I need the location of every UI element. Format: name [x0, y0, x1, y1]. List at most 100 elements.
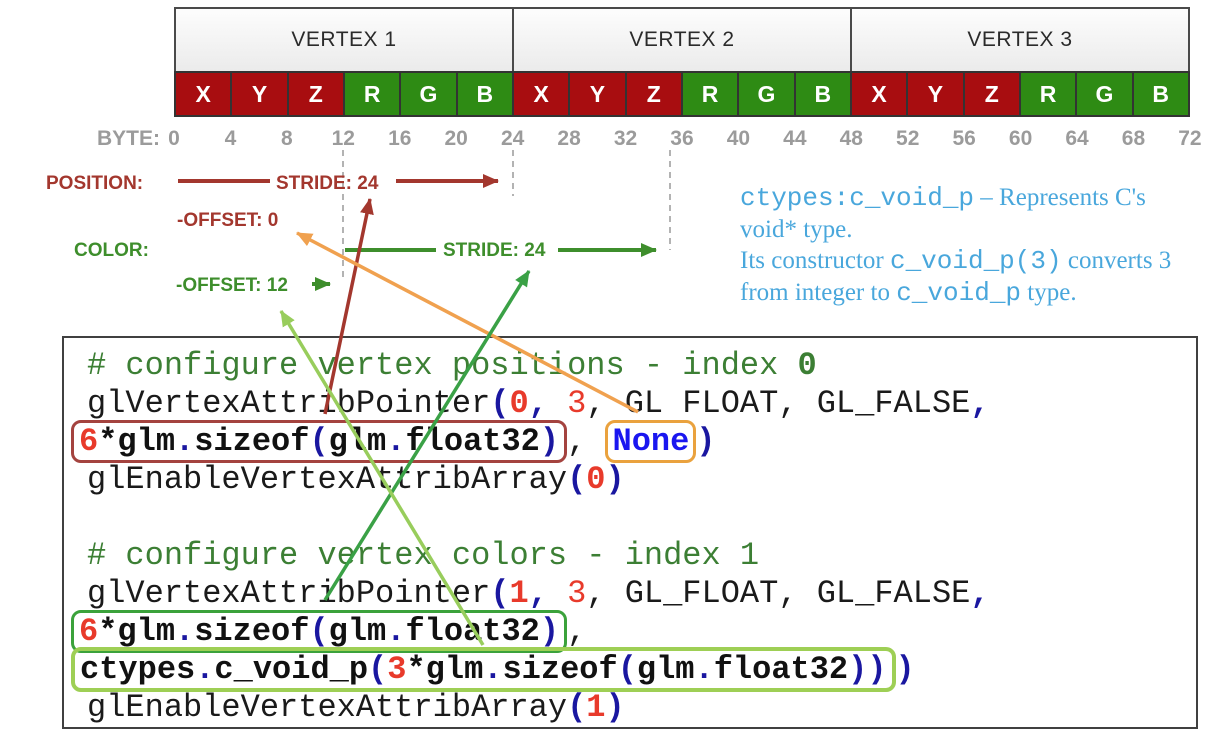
code-token: . — [175, 423, 195, 460]
component-cell-x: X — [174, 71, 233, 117]
byte-tick: 24 — [500, 127, 525, 150]
code-token: ( — [490, 385, 510, 422]
code-token: . — [386, 613, 406, 650]
code-token: . — [195, 651, 215, 688]
color-offset-label: -OFFSET: 12 — [176, 275, 288, 296]
code-token — [548, 575, 567, 612]
code-token: 3 — [567, 385, 587, 422]
position-label: POSITION: — [46, 173, 144, 194]
byte-tick: 68 — [1121, 127, 1146, 150]
note-text: – Represents C's — [974, 184, 1146, 211]
code-token: . — [483, 651, 503, 688]
note-text: converts 3 — [1061, 247, 1172, 274]
code-line: glVertexAttribPointer(0, 3, GL FLOAT, GL… — [87, 385, 1196, 423]
byte-tick: 28 — [557, 127, 581, 150]
code-token: glm — [328, 423, 387, 460]
code-token: . — [175, 613, 195, 650]
component-cell-z: Z — [624, 71, 683, 117]
code-token: float32 — [405, 423, 540, 460]
byte-tick: 72 — [1178, 127, 1202, 150]
code-token: )) — [848, 651, 887, 688]
byte-tick: 40 — [726, 127, 751, 150]
component-cell-y: Y — [906, 71, 965, 117]
code-token: 1 — [586, 689, 606, 726]
code-token: ) — [539, 423, 560, 460]
code-token: # configure vertex positions - index — [87, 347, 798, 384]
component-cell-b: B — [455, 71, 514, 117]
note-text: type. — [1021, 279, 1077, 306]
component-cell-r: R — [1018, 71, 1078, 117]
component-cell-r: R — [342, 71, 402, 117]
code-line: 6*glm.sizeof(glm.float32), — [71, 610, 1196, 653]
code-token: ) — [605, 461, 625, 498]
code-line: # configure vertex positions - index 0 — [87, 347, 1196, 385]
component-cell-y: Y — [230, 71, 289, 117]
code-token: ( — [567, 689, 587, 726]
note-line: Its constructor c_void_p(3) converts 3 — [740, 245, 1228, 277]
byte-tick: 36 — [670, 127, 694, 150]
code-token: , — [970, 575, 990, 612]
code-token: sizeof — [194, 423, 310, 460]
byte-tick: 20 — [444, 127, 468, 150]
byte-axis-label: BYTE: — [97, 127, 160, 150]
component-cell-b: B — [793, 71, 852, 117]
code-token: None — [612, 423, 690, 460]
code-token: 0 — [797, 347, 817, 384]
note-text: void* type. — [740, 216, 853, 243]
byte-tick: 56 — [952, 127, 976, 150]
highlight-box-red: 6*glm.sizeof(glm.float32) — [71, 420, 568, 463]
code-line: glVertexAttribPointer(1, 3, GL_FLOAT, GL… — [87, 575, 1196, 613]
byte-tick: 16 — [388, 127, 412, 150]
code-token: glm — [636, 651, 695, 688]
component-cell-b: B — [1131, 71, 1190, 117]
note-line: void* type. — [740, 214, 1228, 245]
byte-tick: 0 — [168, 127, 180, 150]
code-token: ctypes — [80, 651, 196, 688]
code-token: , — [528, 385, 548, 422]
byte-tick: 44 — [783, 127, 807, 150]
code-token: , — [567, 613, 587, 650]
code-token: 3 — [567, 575, 587, 612]
code-token: ( — [309, 613, 329, 650]
note-text: Its constructor — [740, 247, 890, 274]
byte-tick: 64 — [1065, 127, 1089, 150]
code-token: glm — [328, 613, 387, 650]
code-token: float32 — [713, 651, 849, 688]
note-text: from integer to — [740, 279, 897, 306]
component-cell-z: Z — [286, 71, 345, 117]
code-token: sizeof — [502, 651, 618, 688]
code-token: . — [386, 423, 406, 460]
code-token: *glm — [406, 651, 484, 688]
code-token: c_void_p — [214, 651, 369, 688]
code-token: ) — [539, 613, 560, 650]
code-token: glEnableVertexAttribArray — [87, 461, 568, 498]
vertex-header-cell: VERTEX 1 — [174, 7, 514, 73]
code-token: *glm — [98, 613, 176, 650]
code-token: sizeof — [194, 613, 310, 650]
code-token: 1 — [509, 575, 529, 612]
highlight-box-orange: None — [605, 420, 697, 463]
code-line: glEnableVertexAttribArray(1) — [87, 689, 1196, 727]
byte-tick: 12 — [331, 127, 355, 150]
code-line: ctypes.c_void_p(3*glm.sizeof(glm.float32… — [71, 647, 1196, 692]
code-token: 6 — [79, 423, 99, 460]
code-token: glEnableVertexAttribArray — [87, 689, 568, 726]
vertex-header-cell: VERTEX 3 — [850, 7, 1190, 73]
code-token: float32 — [405, 613, 540, 650]
code-token: glVertexAttribPointer — [87, 385, 491, 422]
component-cell-g: G — [1075, 71, 1134, 117]
position-stride-label: STRIDE: 24 — [276, 173, 379, 194]
byte-tick: 32 — [613, 127, 638, 150]
note-code-text: c_void_p — [896, 278, 1022, 308]
component-cell-x: X — [511, 71, 571, 117]
note-line: from integer to c_void_p type. — [740, 277, 1228, 309]
code-token: , GL FLOAT, GL_FALSE — [586, 385, 971, 422]
note-code-text: c_void_p(3) — [889, 246, 1062, 276]
component-cell-z: Z — [962, 71, 1021, 117]
code-token: 3 — [387, 651, 407, 688]
